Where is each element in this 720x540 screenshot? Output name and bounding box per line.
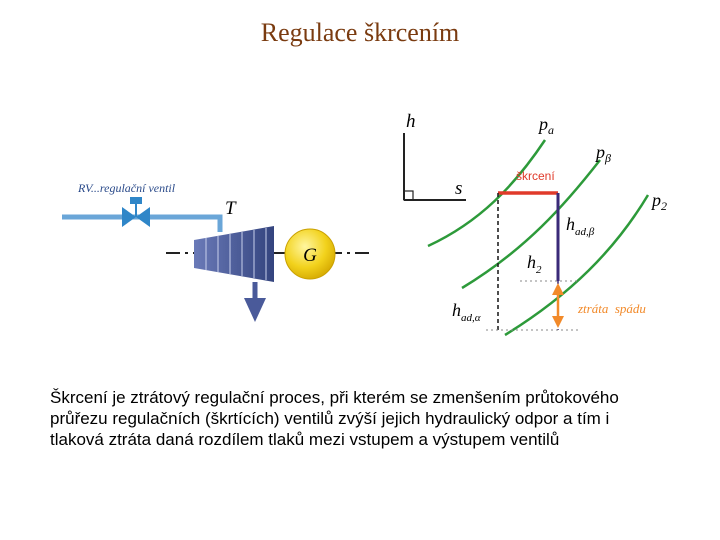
generator-label: G	[303, 245, 317, 266]
paragraph-line: průřezu regulačních (škrtících) ventilů …	[50, 409, 610, 428]
hs-diagram: h s pa pβ p2 škrcení had,β h2 had,α ztrá…	[403, 111, 667, 337]
hs-axes: h s	[403, 111, 466, 201]
isobar-pa-label: pa	[537, 114, 554, 137]
h2-label: h2	[527, 252, 542, 276]
axis-s-label: s	[455, 178, 462, 199]
loss-label: ztráta spádu	[577, 301, 646, 316]
isobar-pbeta-label: pβ	[594, 142, 611, 165]
description-paragraph: Škrcení je ztrátový regulační proces, př…	[50, 387, 690, 450]
valve-label: RV...regulační ventil	[77, 181, 176, 195]
control-valve-icon	[122, 197, 150, 227]
turbine-label: T	[225, 198, 237, 219]
isobar-p2-label: p2	[650, 190, 667, 213]
turbine-schematic: RV...regulační ventil T	[62, 181, 370, 322]
turbine-icon	[194, 226, 274, 322]
throttle-label: škrcení	[516, 169, 555, 183]
steam-pipe	[62, 214, 223, 232]
isobar-pa	[427, 139, 547, 248]
h-ad-alpha-label: had,α	[452, 300, 481, 324]
isobar-p2	[504, 194, 650, 337]
axis-h-label: h	[406, 111, 416, 132]
page-title: Regulace škrcením	[260, 18, 460, 47]
paragraph-line: tlaková ztráta daná rozdílem tlaků mezi …	[50, 430, 560, 449]
loss-arrow-icon	[552, 283, 564, 328]
h-ad-beta-label: had,β	[566, 214, 595, 238]
generator-icon: G	[284, 228, 336, 280]
isobar-pbeta	[461, 159, 601, 290]
paragraph-line: Škrcení je ztrátový regulační proces, př…	[50, 388, 619, 407]
